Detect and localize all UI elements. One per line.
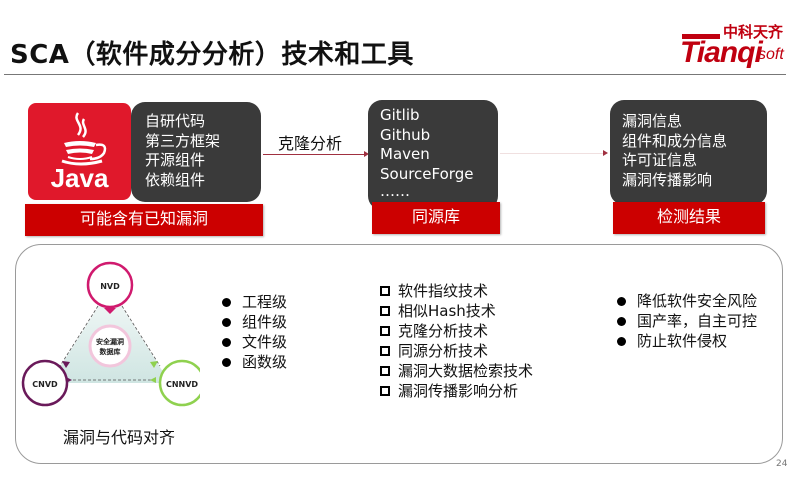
details-panel [15,244,783,464]
clone-analysis-label: 克隆分析 [278,134,343,153]
square-bullet-icon [380,286,390,296]
level-item: 工程级 [222,292,287,312]
technique-label: 漏洞传播影响分析 [398,382,519,400]
benefit-item: 国产率，自主可控 [617,311,757,331]
bullet-icon [222,297,231,307]
arrow-head-icon [364,151,369,157]
repo-list-box: Gitlib Github Maven SourceForge …… [368,100,498,210]
square-bullet-icon [380,386,390,396]
bullet-icon [617,296,626,306]
cnnvd-node: CNNVD [166,380,198,389]
level-item: 函数级 [222,352,287,372]
arrow-line [263,154,365,155]
level-label: 工程级 [242,293,288,311]
technique-item: 漏洞大数据检索技术 [380,361,533,381]
java-label: Java [50,163,109,193]
source-item: 依赖组件 [145,170,206,189]
bullet-icon [222,317,231,327]
repo-banner: 同源库 [372,202,500,234]
benefits-list: 降低软件安全风险 国产率，自主可控 防止软件侵权 [617,291,757,351]
square-bullet-icon [380,346,390,356]
square-bullet-icon [380,366,390,376]
page-title: SCA（软件成分分析）技术和工具 [10,40,414,70]
technique-label: 漏洞大数据检索技术 [398,362,534,380]
arrow-line [500,153,604,154]
company-logo: 中科天齐 Tianqi soft [680,18,790,69]
technique-item: 同源分析技术 [380,341,533,361]
technique-item: 软件指纹技术 [380,281,533,301]
benefit-label: 降低软件安全风险 [637,292,758,310]
source-item: 开源组件 [145,151,206,169]
repo-item: Gitlib [380,106,420,124]
repo-item: Github [380,125,431,144]
page-number: 24 [776,459,788,469]
techniques-list: 软件指纹技术 相似Hash技术 克隆分析技术 同源分析技术 漏洞大数据检索技术 … [380,281,533,401]
logo-suffix: soft [758,46,784,63]
level-label: 文件级 [242,333,288,351]
title-divider [4,74,786,75]
level-label: 组件级 [242,313,288,331]
technique-label: 相似Hash技术 [398,302,496,320]
analysis-levels-list: 工程级 组件级 文件级 函数级 [222,292,287,372]
source-list-box: 自研代码 第三方框架 开源组件 依赖组件 [131,102,261,202]
technique-item: 漏洞传播影响分析 [380,381,533,401]
source-item: 第三方框架 [145,131,221,150]
level-item: 文件级 [222,332,287,352]
logo-bar [682,34,720,39]
technique-label: 软件指纹技术 [398,282,489,300]
result-list-box: 漏洞信息 组件和成分信息 许可证信息 漏洞传播影响 [610,100,767,205]
technique-item: 克隆分析技术 [380,321,533,341]
benefit-item: 降低软件安全风险 [617,291,757,311]
benefit-label: 国产率，自主可控 [637,312,758,330]
center-node-line1: 安全漏洞 [96,337,124,346]
diagram-caption: 漏洞与代码对齐 [63,428,176,447]
result-item: 漏洞信息 [622,112,683,130]
repo-item: Maven [380,145,430,163]
nvd-node: NVD [100,282,120,291]
bullet-icon [222,337,231,347]
vulnerability-db-diagram: NVD CNVD CNNVD 安全漏洞 数据库 [21,261,200,407]
result-item: 许可证信息 [622,151,698,169]
level-item: 组件级 [222,312,287,332]
bullet-icon [617,336,626,346]
source-item: 自研代码 [145,112,206,130]
result-item: 漏洞传播影响 [622,170,713,189]
logo-brand: Tianqi [680,36,763,69]
benefit-label: 防止软件侵权 [637,332,728,350]
square-bullet-icon [380,326,390,336]
result-banner: 检测结果 [613,202,765,234]
bullet-icon [617,316,626,326]
cnvd-node: CNVD [32,380,58,389]
result-item: 组件和成分信息 [622,131,728,150]
arrow-head-icon [603,150,608,156]
repo-item: …… [380,182,410,200]
repo-item: SourceForge [380,164,474,183]
bullet-icon [222,357,231,367]
coffee-cup-icon [61,112,107,166]
level-label: 函数级 [242,353,288,371]
source-banner: 可能含有已知漏洞 [25,204,263,236]
logo-chinese-name: 中科天齐 [723,23,784,41]
square-bullet-icon [380,306,390,316]
java-logo: Java [28,103,131,200]
technique-label: 克隆分析技术 [398,322,489,340]
technique-label: 同源分析技术 [398,342,489,360]
center-node-line2: 数据库 [100,347,121,356]
benefit-item: 防止软件侵权 [617,331,757,351]
technique-item: 相似Hash技术 [380,301,533,321]
